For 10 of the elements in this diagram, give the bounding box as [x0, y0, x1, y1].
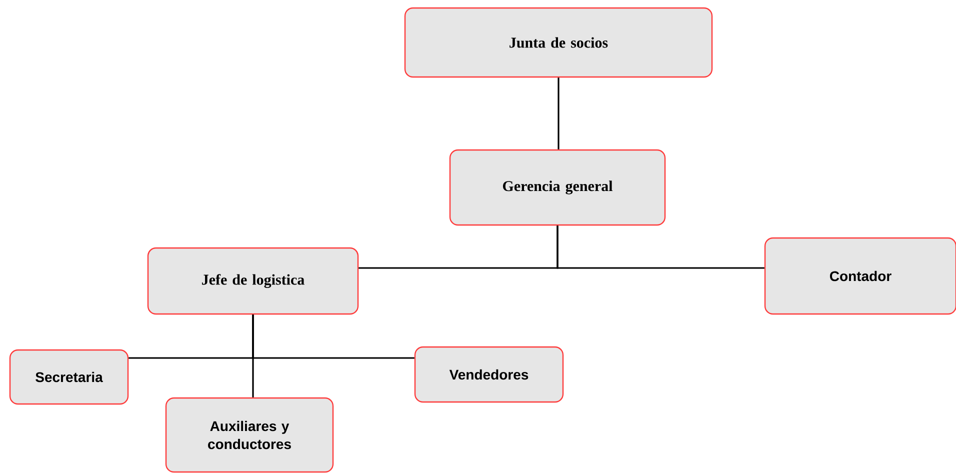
org-box: Junta de socios [404, 7, 713, 78]
org-box: Jefe de logistica [147, 247, 359, 315]
org-box: Vendedores [414, 346, 564, 403]
org-box: Contador [764, 237, 956, 315]
org-box: Secretaria [9, 349, 129, 405]
org-box: Auxiliares y conductores [165, 397, 334, 473]
connector-line [556, 226, 764, 269]
connector-line [558, 78, 560, 150]
connector-line [252, 314, 254, 398]
org-box: Gerencia general [449, 149, 666, 226]
